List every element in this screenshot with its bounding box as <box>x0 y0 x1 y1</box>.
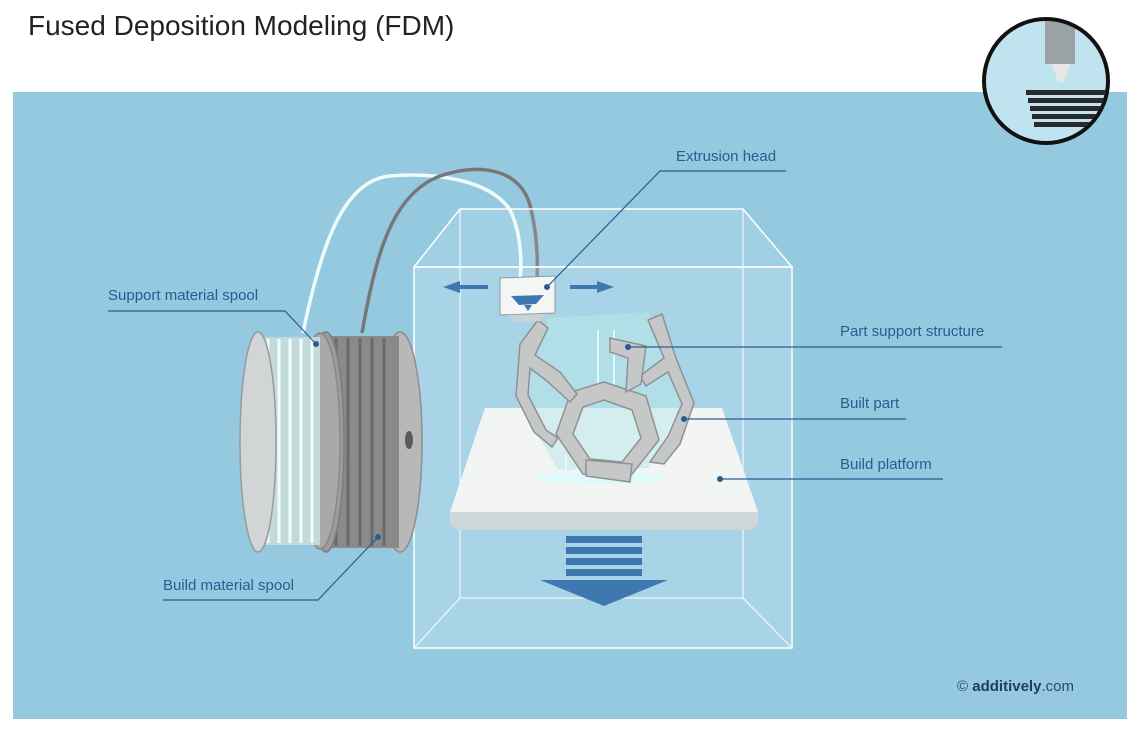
nozzle-badge-icon <box>982 17 1110 145</box>
leader-lines <box>108 170 1002 601</box>
copyright-symbol: © <box>957 678 969 695</box>
down-arrow-icon <box>540 536 668 606</box>
movement-arrow-left-icon <box>443 281 488 293</box>
build-filament <box>360 167 540 334</box>
leader-build-spool <box>163 536 379 601</box>
credit-suffix: .com <box>1041 678 1074 695</box>
built-part <box>515 312 695 483</box>
label-support-material-spool: Support material spool <box>108 287 259 304</box>
credit-brand: additively <box>972 678 1042 695</box>
credit: © additively.com <box>957 678 1074 695</box>
support-filament <box>301 173 523 334</box>
movement-arrow-right-icon <box>570 281 614 293</box>
page-title: Fused Deposition Modeling (FDM) <box>28 10 455 41</box>
label-build-platform: Build platform <box>840 456 932 473</box>
support-material-spool <box>239 331 341 553</box>
label-build-material-spool: Build material spool <box>163 577 294 594</box>
leader-extrusion-head <box>546 170 786 288</box>
leader-support-spool <box>108 310 317 345</box>
label-part-support-structure: Part support structure <box>840 323 985 340</box>
label-built-part: Built part <box>840 395 900 412</box>
label-extrusion-head: Extrusion head <box>676 148 777 165</box>
leader-dots <box>313 284 723 540</box>
extrusion-head <box>499 275 556 322</box>
